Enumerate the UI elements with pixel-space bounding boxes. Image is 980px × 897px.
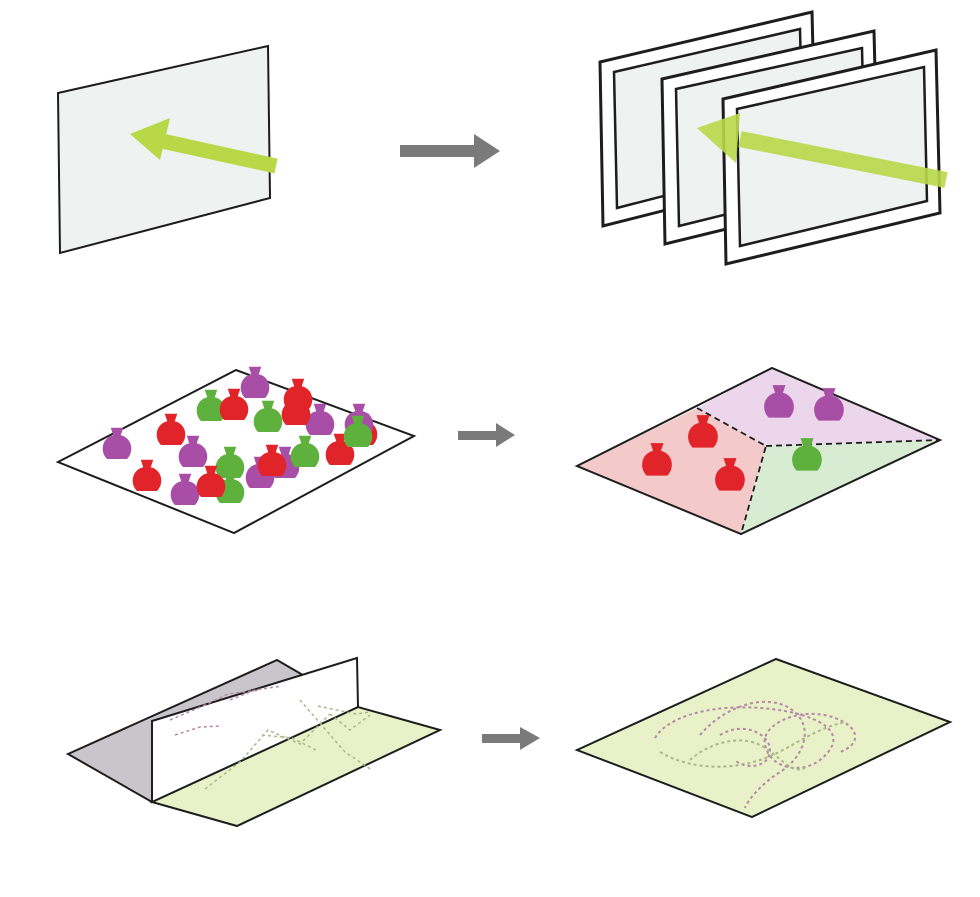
vertical-wall <box>151 656 360 804</box>
row3-right-open-plane <box>574 657 953 819</box>
row1-left-panel <box>56 44 278 255</box>
purple-figure-icon <box>102 427 132 459</box>
purple-figure-icon <box>240 366 270 398</box>
lime-arrow-icon <box>130 118 278 174</box>
red-figure-icon <box>642 443 672 476</box>
transition-arrow-icon <box>482 727 540 750</box>
meandering-paths <box>654 700 857 809</box>
row3-left-divided-plane <box>65 656 443 828</box>
green-figure-icon <box>343 415 373 447</box>
transition-arrow-icon <box>400 134 500 168</box>
red-figure-icon <box>219 388 249 420</box>
green-figure-icon <box>215 471 245 503</box>
row2-left-plane <box>55 366 417 535</box>
red-figure-icon <box>688 415 718 448</box>
purple-figure-icon <box>764 385 794 418</box>
green-figure-icon <box>792 438 822 471</box>
mixed-figures <box>102 366 378 505</box>
purple-figure-icon <box>814 388 844 421</box>
red-figure-icon <box>156 413 186 445</box>
row1-right-frames <box>598 10 948 266</box>
row2-right-zoned-plane <box>574 366 943 536</box>
purple-figure-icon <box>305 403 335 435</box>
green-figure-icon <box>253 400 283 432</box>
red-figure-icon <box>325 433 355 465</box>
transition-arrow-icon <box>458 423 515 447</box>
red-figure-icon <box>132 459 162 491</box>
lime-arrow-icon <box>697 113 948 188</box>
zoned-figures <box>642 385 844 491</box>
movement-paths <box>169 685 373 790</box>
purple-figure-icon <box>170 473 200 505</box>
red-figure-icon <box>715 458 745 491</box>
red-figure-icon <box>196 465 226 497</box>
green-figure-icon <box>215 446 245 478</box>
green-figure-icon <box>290 435 320 467</box>
red-figure-icon <box>257 444 287 476</box>
purple-figure-icon <box>178 435 208 467</box>
red-zone <box>577 408 766 534</box>
red-figure-icon <box>281 393 311 425</box>
green-figure-icon <box>196 389 226 421</box>
